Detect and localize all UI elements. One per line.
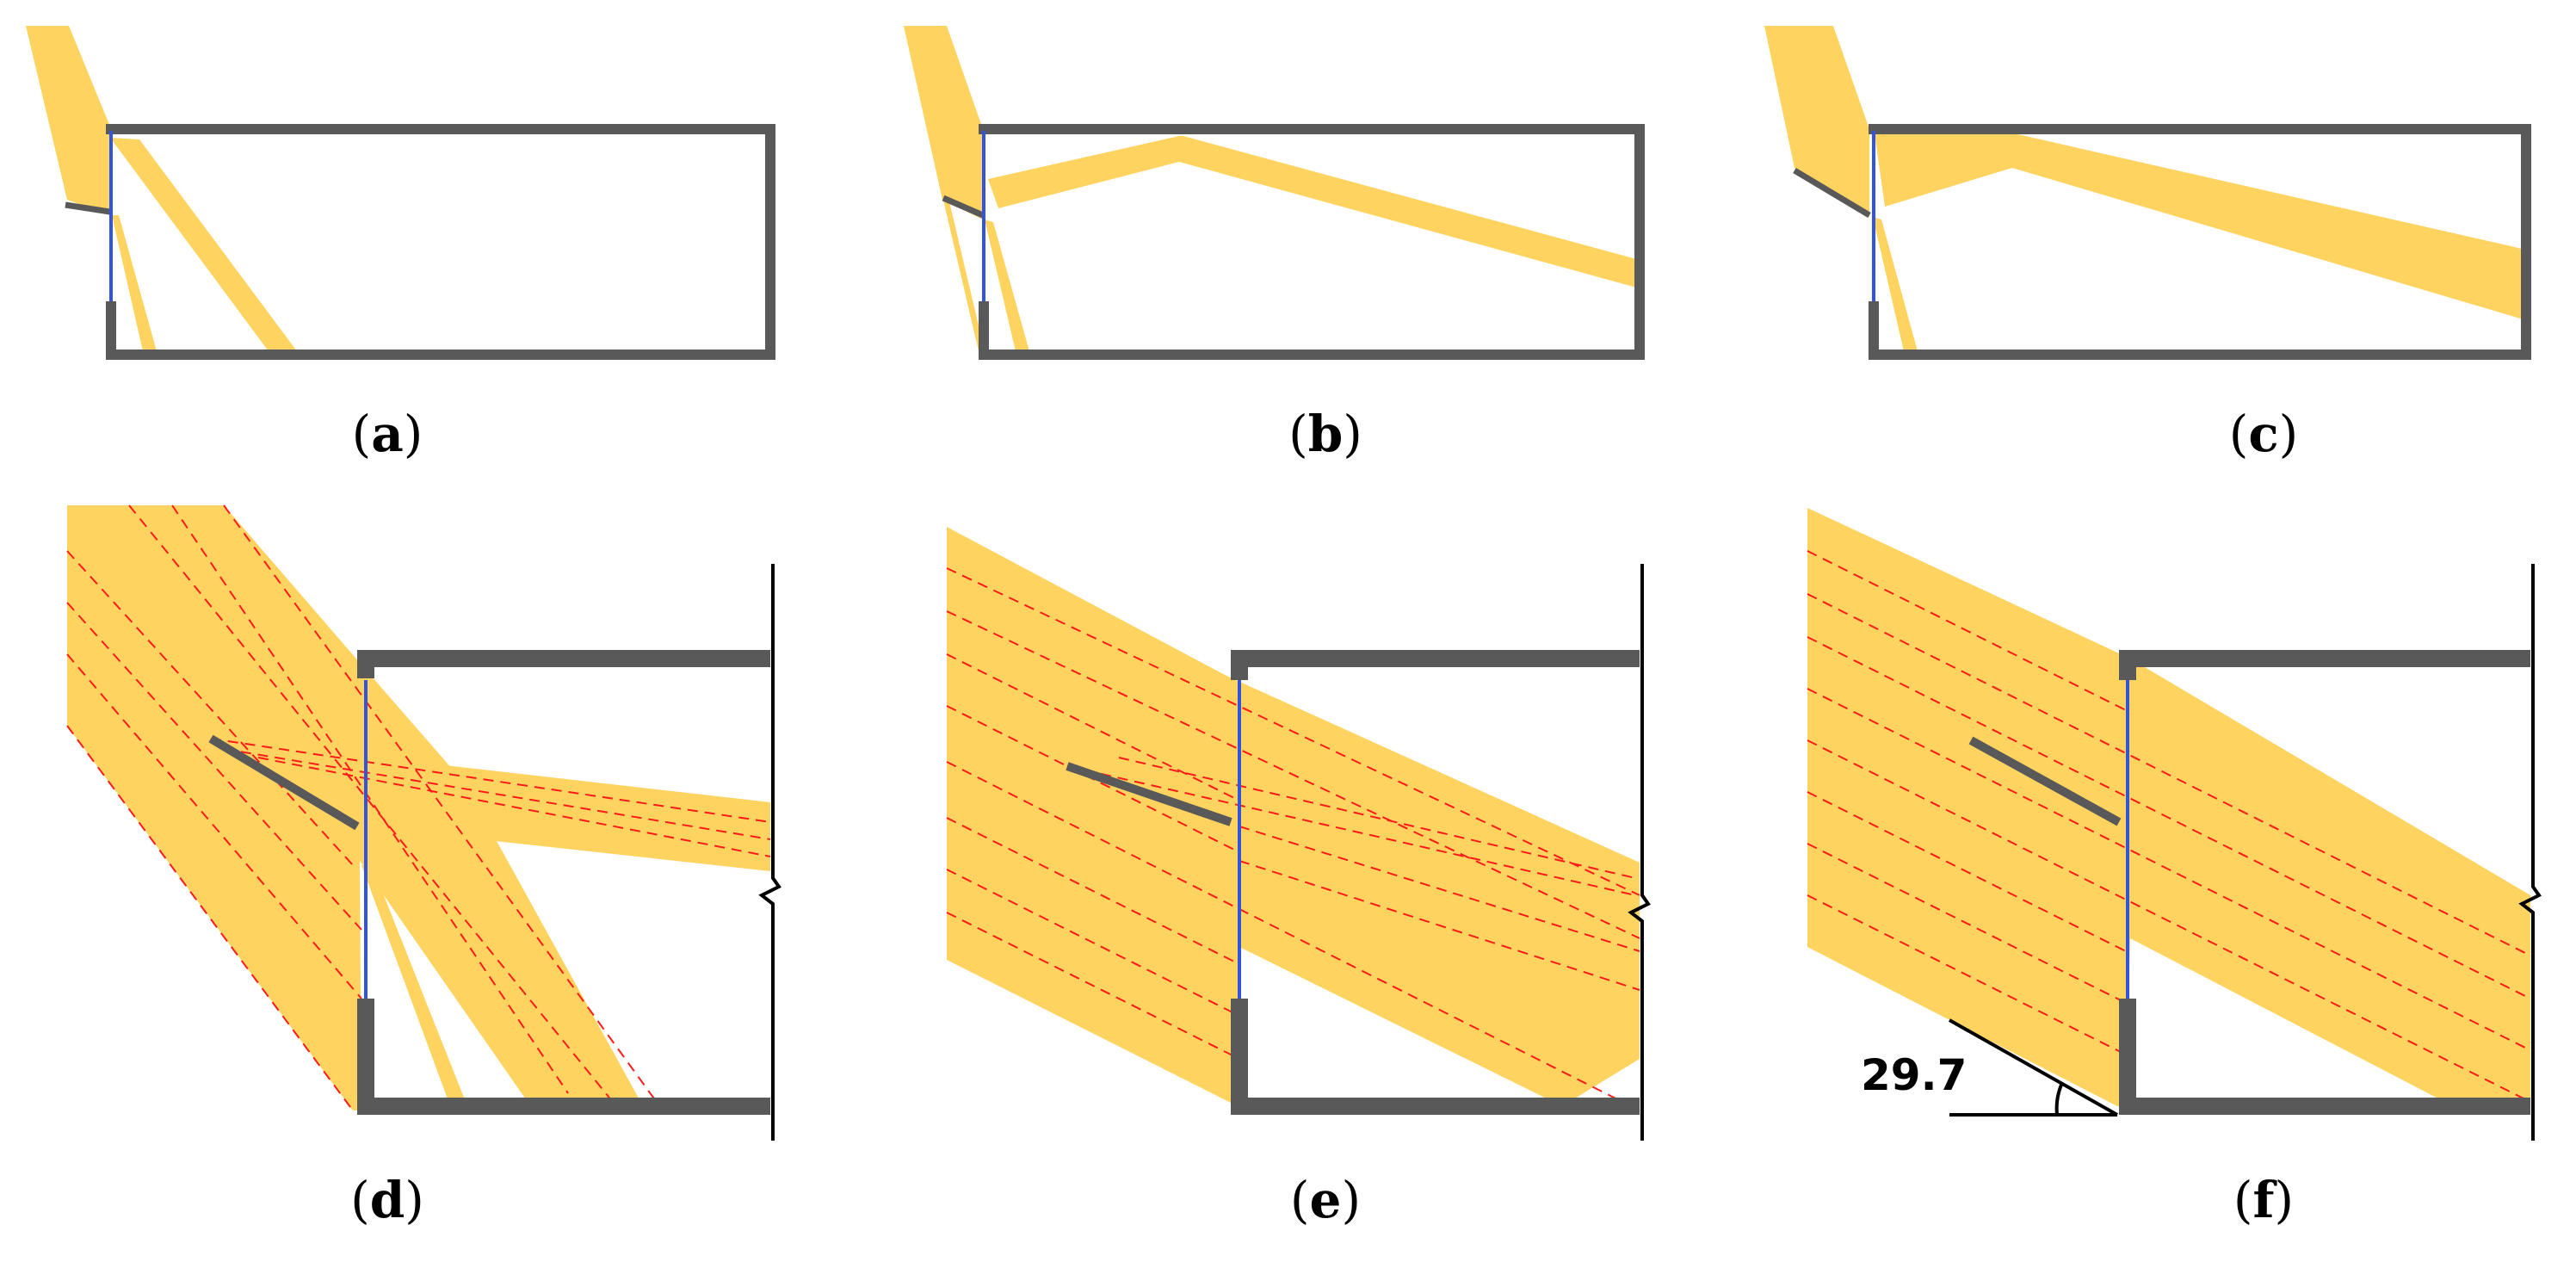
panel-b	[904, 26, 1645, 360]
light-shelf	[1968, 736, 2122, 826]
sunlight-beam-lower	[361, 865, 469, 1110]
sunlight-beam-reflected	[110, 138, 297, 351]
panel-a-letter: a	[371, 405, 404, 463]
room-section-wall	[1869, 124, 2531, 360]
sunlight-beam-reflected	[211, 739, 770, 871]
panel-b-letter: b	[1307, 405, 1344, 463]
sunlight-beam-window-gap	[1239, 831, 1640, 1059]
panel-a	[26, 26, 775, 360]
sunlight-beam-incident	[26, 26, 112, 215]
light-shelf	[1793, 167, 1871, 219]
sunlight-beam-direct	[112, 215, 157, 351]
panel-f	[1807, 508, 2542, 1141]
section-break-line	[1628, 564, 1651, 1141]
sunlight-beam-incident	[947, 527, 1640, 1106]
angle-ray-line	[1949, 1018, 2118, 1117]
sunlight-beam-incident	[904, 26, 983, 220]
panel-c-letter: c	[2248, 405, 2279, 463]
room-section-wall	[2119, 650, 2530, 680]
sunlight-beam-direct	[1873, 217, 1918, 351]
panel-f-caption: (f)	[2233, 1171, 2295, 1229]
panel-a-caption: (a)	[351, 405, 423, 463]
sunlight-beam-incident	[1764, 26, 1869, 217]
panel-d-caption: (d)	[350, 1171, 424, 1229]
panel-e-caption: (e)	[1289, 1171, 1362, 1229]
room-section-wall	[357, 650, 770, 678]
room-section-wall-lower	[357, 999, 770, 1115]
light-shelf	[1066, 762, 1232, 826]
section-break-line	[2518, 564, 2542, 1141]
ray-lines	[946, 567, 1640, 1111]
panel-c	[1764, 26, 2531, 360]
room-section-wall	[979, 124, 1645, 360]
sunlight-beam-reflected	[1875, 133, 2526, 320]
section-break-line	[758, 564, 781, 1141]
room-section-wall	[1231, 650, 1640, 680]
room-section-wall-lower	[2119, 999, 2530, 1115]
ray-lines	[1807, 550, 2531, 1103]
panel-d-letter: d	[369, 1171, 405, 1229]
light-shelf	[65, 201, 111, 215]
panel-f-letter: f	[2252, 1171, 2275, 1229]
angle-value-label: 29.7	[1861, 1050, 1968, 1100]
angle-arc	[2054, 1084, 2063, 1116]
ray-lines	[66, 504, 771, 1111]
light-shelf	[208, 734, 360, 831]
room-section-wall-lower	[1231, 999, 1640, 1115]
panel-b-caption: (b)	[1288, 405, 1362, 463]
sunlight-beam-reflected	[988, 136, 1640, 288]
panel-e	[946, 527, 1651, 1141]
panel-e-letter: e	[1309, 1171, 1342, 1229]
sunlight-beam-direct	[985, 220, 1029, 351]
light-shelf	[942, 195, 985, 219]
panel-c-caption: (c)	[2228, 405, 2299, 463]
sunlight-beam-spill	[942, 196, 985, 355]
room-section-wall	[106, 124, 775, 360]
sunlight-beam-incident	[1807, 508, 2530, 1106]
panel-d	[66, 504, 781, 1141]
